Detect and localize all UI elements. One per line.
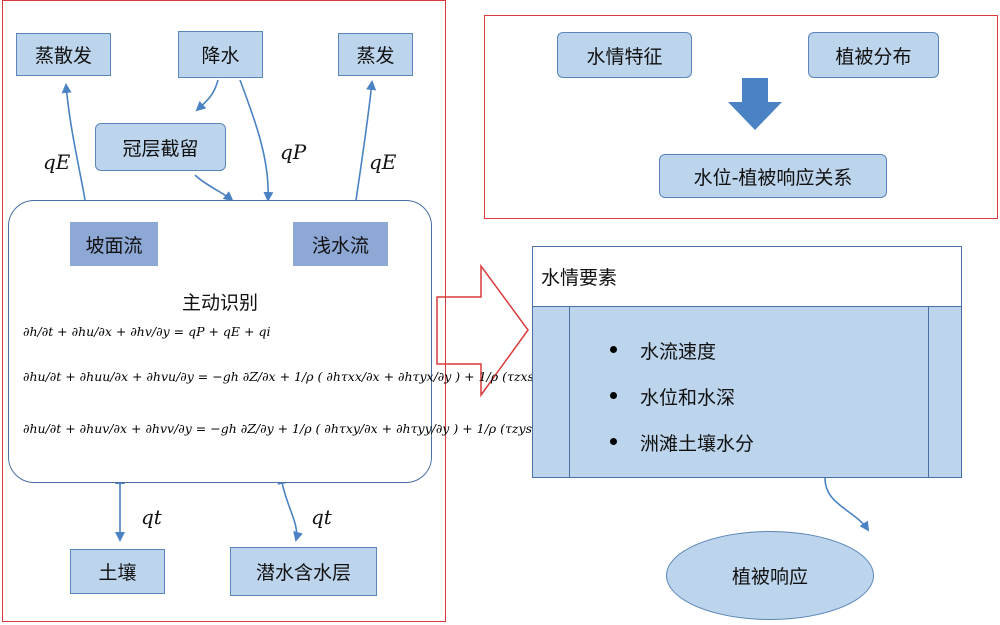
bullet [610,438,617,445]
qp-label: qP [280,140,307,164]
aquifer-box: 潜水含水层 [230,547,377,596]
momentum-y-equation: ∂hu/∂t + ∂huv/∂x + ∂hvv/∂y = −gh ∂Z/∂y +… [23,421,623,436]
down-arrow [728,78,782,130]
vegetation-distribution-box: 植被分布 [808,32,939,78]
element-soil-moisture: 洲滩土壤水分 [640,433,755,455]
bullet [610,346,617,353]
left-panel-frame [2,0,446,622]
hydrodynamic-model-panel: 坡面流 浅水流 主动识别 ∂h/∂t + ∂hu/∂x + ∂hv/∂y = q… [8,200,624,483]
hydro-elements-header: 水情要素 [533,247,961,307]
element-flow-velocity: 水流速度 [640,341,717,363]
qt-right-label: qt [311,505,332,529]
hydro-elements-inner [569,307,929,478]
overland-flow-box: 坡面流 [70,222,158,266]
model-title: 主动识别 [181,292,258,314]
top-right-frame [484,15,998,219]
qe-left-label: qE [43,150,71,174]
bullet [610,392,617,399]
qt-left-label: qt [141,505,162,529]
momentum-x-equation: ∂hu/∂t + ∂huu/∂x + ∂hvu/∂y = −gh ∂Z/∂x +… [23,369,624,384]
evaporation-box: 蒸发 [338,33,413,76]
hydro-features-box: 水情特征 [557,32,692,78]
continuity-equation: ∂h/∂t + ∂hu/∂x + ∂hv/∂y = qP + qE + qi [23,324,271,339]
precip-to-canopy-arrow [195,79,219,112]
precipitation-arrow [239,79,274,202]
shallow-flow-box: 浅水流 [293,222,388,266]
evaporation-arrow [355,80,377,201]
vegetation-response-ellipse: 植被响应 [666,531,874,620]
water-level-vegetation-relation-box: 水位-植被响应关系 [659,154,887,198]
qe-right-label: qE [369,150,397,174]
elements-to-response-arrow [824,477,870,532]
evapotranspiration-arrow [61,83,86,201]
canopy-to-model-arrow [194,174,234,202]
hydro-elements-panel: 水情要素 [532,246,962,478]
canopy-interception-box: 冠层截留 [95,123,226,171]
element-water-level-depth: 水位和水深 [640,387,736,409]
aquifer-exchange-arrow [277,474,303,542]
soil-box: 土壤 [70,549,165,594]
precipitation-box: 降水 [178,31,263,78]
evapotranspiration-box: 蒸散发 [16,33,111,76]
transfer-arrow [436,263,529,398]
